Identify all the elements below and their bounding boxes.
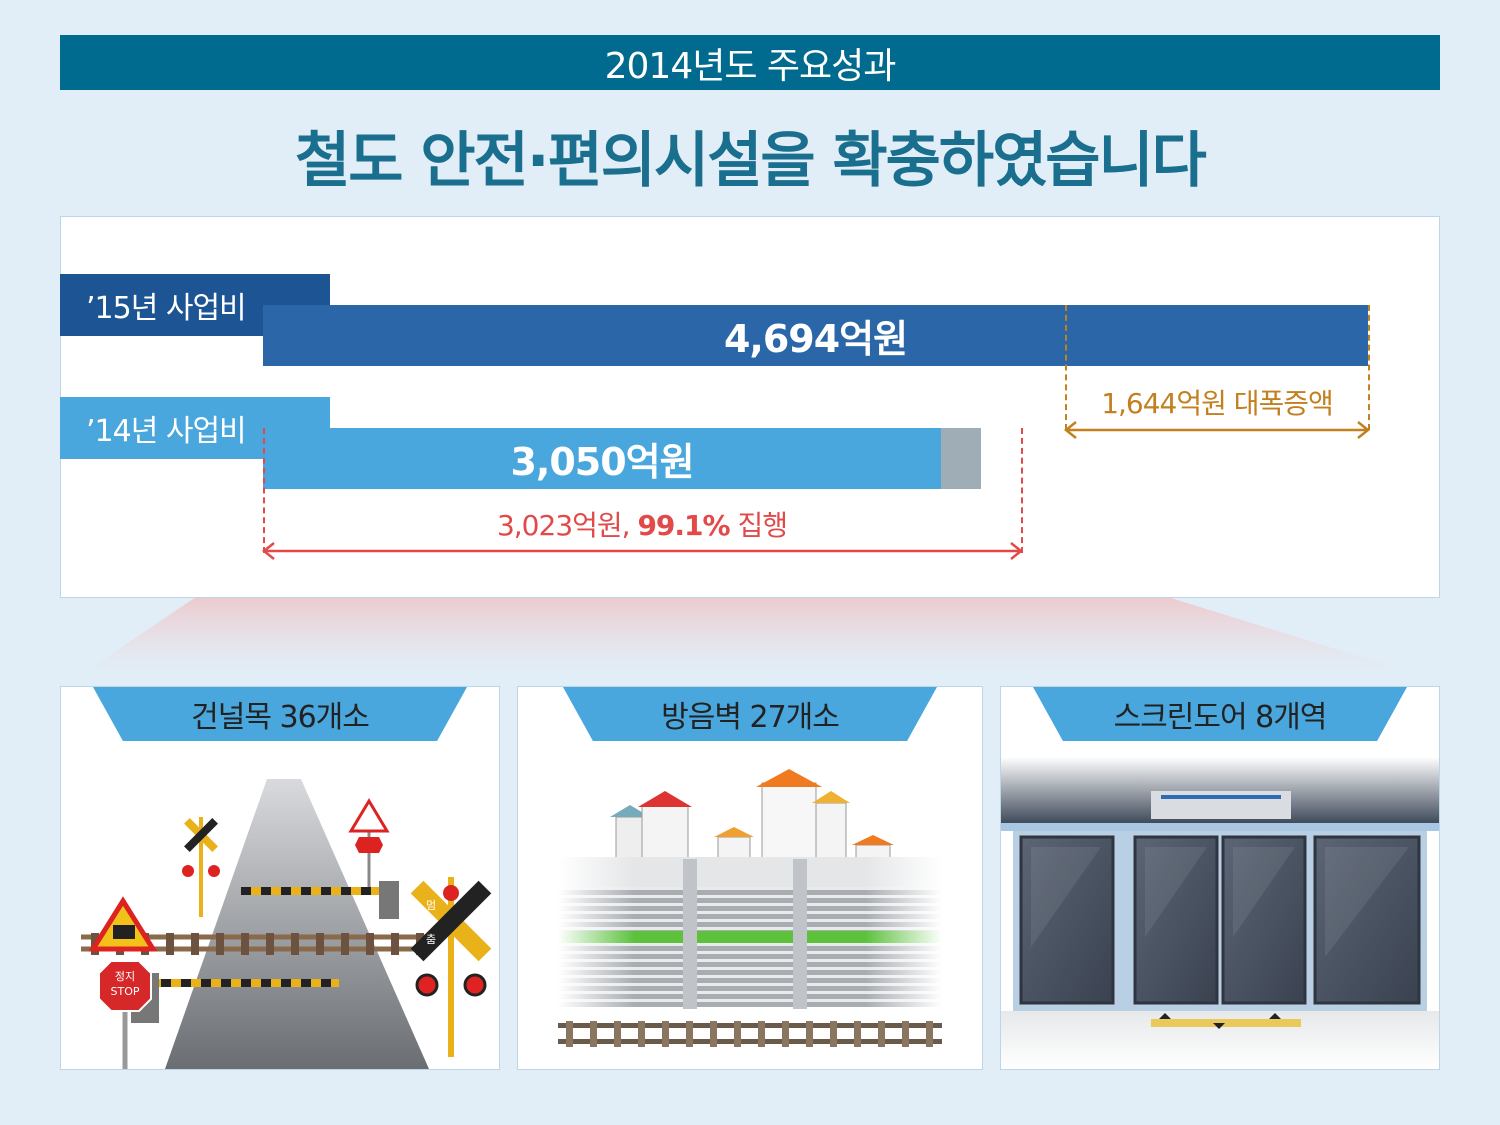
panel-noise-barrier: 방음벽 27개소 — [517, 686, 983, 1070]
increase-guide-right — [1368, 305, 1370, 430]
stop-sign-en: STOP — [111, 985, 140, 998]
headline: 철도 안전·편의시설을 확충하였습니다 — [295, 126, 1207, 196]
execution-note-suffix: 집행 — [729, 509, 788, 542]
noise-barrier-illustration — [558, 769, 942, 1047]
stop-sign-ko: 정지 — [115, 970, 135, 983]
header-bar: 2014년도 주요성과 — [60, 35, 1440, 90]
tag-2014-label: ’14년 사업비 — [86, 414, 247, 449]
panel-screen-door: 스크린도어 8개역 — [1000, 686, 1440, 1070]
tag-2015-label: ’15년 사업비 — [86, 291, 247, 326]
increase-note: 1,644억원 대폭증액 — [1101, 387, 1334, 420]
crossbuck-text-2: 춤 — [426, 933, 436, 946]
bar-2015: 4,694억원 — [263, 305, 1368, 366]
crossbuck-text-1: 멈 — [426, 899, 436, 912]
screen-door-illustration — [1001, 757, 1439, 1069]
execution-note-pct: 99.1% — [637, 509, 730, 542]
panel-noise-barrier-title: 방음벽 27개소 — [563, 687, 937, 741]
execution-guide-left — [263, 428, 265, 553]
panel-screen-door-title: 스크린도어 8개역 — [1033, 687, 1407, 741]
bar-2014: 3,050억원 — [263, 428, 941, 489]
increase-guide-left — [1065, 305, 1067, 430]
execution-guide-right — [1021, 428, 1023, 553]
panel-level-crossing: 건널목 36개소 — [60, 686, 500, 1070]
panel-level-crossing-title: 건널목 36개소 — [93, 687, 467, 741]
header-title: 2014년도 주요성과 — [604, 45, 897, 87]
bar-2014-amount: 3,050억원 — [510, 440, 694, 484]
bar-2015-amount: 4,694억원 — [723, 317, 908, 361]
execution-note-amount: 3,023억원, — [496, 509, 638, 542]
level-crossing-illustration: 정지 STOP 멈 춤 — [81, 779, 492, 1069]
execution-note: 3,023억원, 99.1% 집행 — [263, 504, 1021, 544]
